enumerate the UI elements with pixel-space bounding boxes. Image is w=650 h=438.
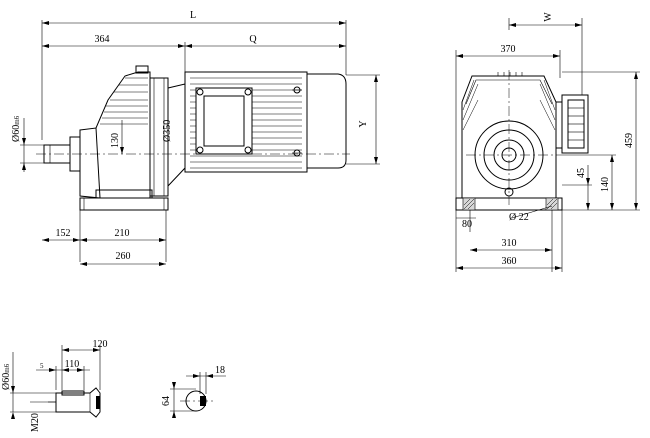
shaft-height-label: 130 [110, 133, 121, 148]
key-section: 18 64 [161, 365, 226, 418]
side-view: W 370 [455, 12, 640, 272]
overall-width-dimension: 370 [455, 44, 561, 210]
shaft-diameter-dimension: Ø60m6 [11, 115, 44, 172]
shaft-to-foot-label: 152 [56, 228, 71, 239]
hole-spacing-dimension: 310 [470, 210, 553, 272]
overall-height-label: 459 [624, 133, 635, 148]
gear-housing [79, 65, 186, 211]
front-view: L 364 Q Y [11, 10, 380, 266]
foot-hole-dimension: 152 210 [42, 210, 167, 262]
motor-length-label: Q [249, 34, 257, 45]
hole-diameter-label: Ø 22 [509, 212, 529, 223]
housing-ribs [100, 77, 148, 125]
center-height-dimension: 140 [560, 154, 616, 210]
key-length-label: 110 [65, 359, 80, 370]
terminal-box-side [556, 94, 589, 154]
reducer-motor-dimension: 364 Q [42, 34, 346, 80]
key-width-label: 18 [215, 365, 225, 376]
overall-width-label: 370 [501, 44, 516, 55]
foot-width-label: 360 [502, 256, 517, 267]
shaft-diameter-label: Ø60m6 [11, 115, 22, 142]
motor-offset-dimension: W [508, 12, 583, 95]
shaft-detail: Ø60m6 M20 120 5 110 [1, 339, 108, 432]
center-height-label: 140 [600, 177, 611, 192]
shaft-height-dimension: 130 [110, 120, 124, 154]
shaft-length-label: 120 [93, 339, 108, 350]
hole-spacing-label: 310 [502, 238, 517, 249]
motor-height-dimension: Y [346, 74, 380, 165]
reducer-length-label: 364 [95, 34, 110, 45]
section-depth-label: 64 [161, 396, 172, 406]
foot-thickness-label: 45 [576, 168, 587, 178]
thread-label: M20 [30, 413, 41, 432]
foot-hole-spacing-label: 210 [115, 228, 130, 239]
foot-length-label: 260 [116, 251, 131, 262]
key-offset-label: 5 [40, 362, 44, 370]
foot-width-dimension: 360 [456, 210, 563, 272]
motor-body [184, 71, 347, 173]
side-housing [455, 70, 563, 211]
foot-length-dimension: 260 [80, 251, 166, 266]
overall-height-dimension: 459 [562, 71, 640, 211]
motor-offset-label: W [543, 12, 554, 22]
overall-length-label: L [190, 10, 196, 21]
foot-thickness-dimension: 45 [562, 165, 592, 210]
motor-height-label: Y [358, 120, 369, 127]
foot-edge-dimension: 80 Ø 22 [455, 205, 553, 272]
overall-length-dimension: L [41, 10, 347, 140]
detail-shaft-diameter-label: Ø60m6 [1, 363, 12, 390]
foot-edge-label: 80 [462, 219, 472, 230]
flange-diameter-label: Ø350 [162, 120, 173, 142]
